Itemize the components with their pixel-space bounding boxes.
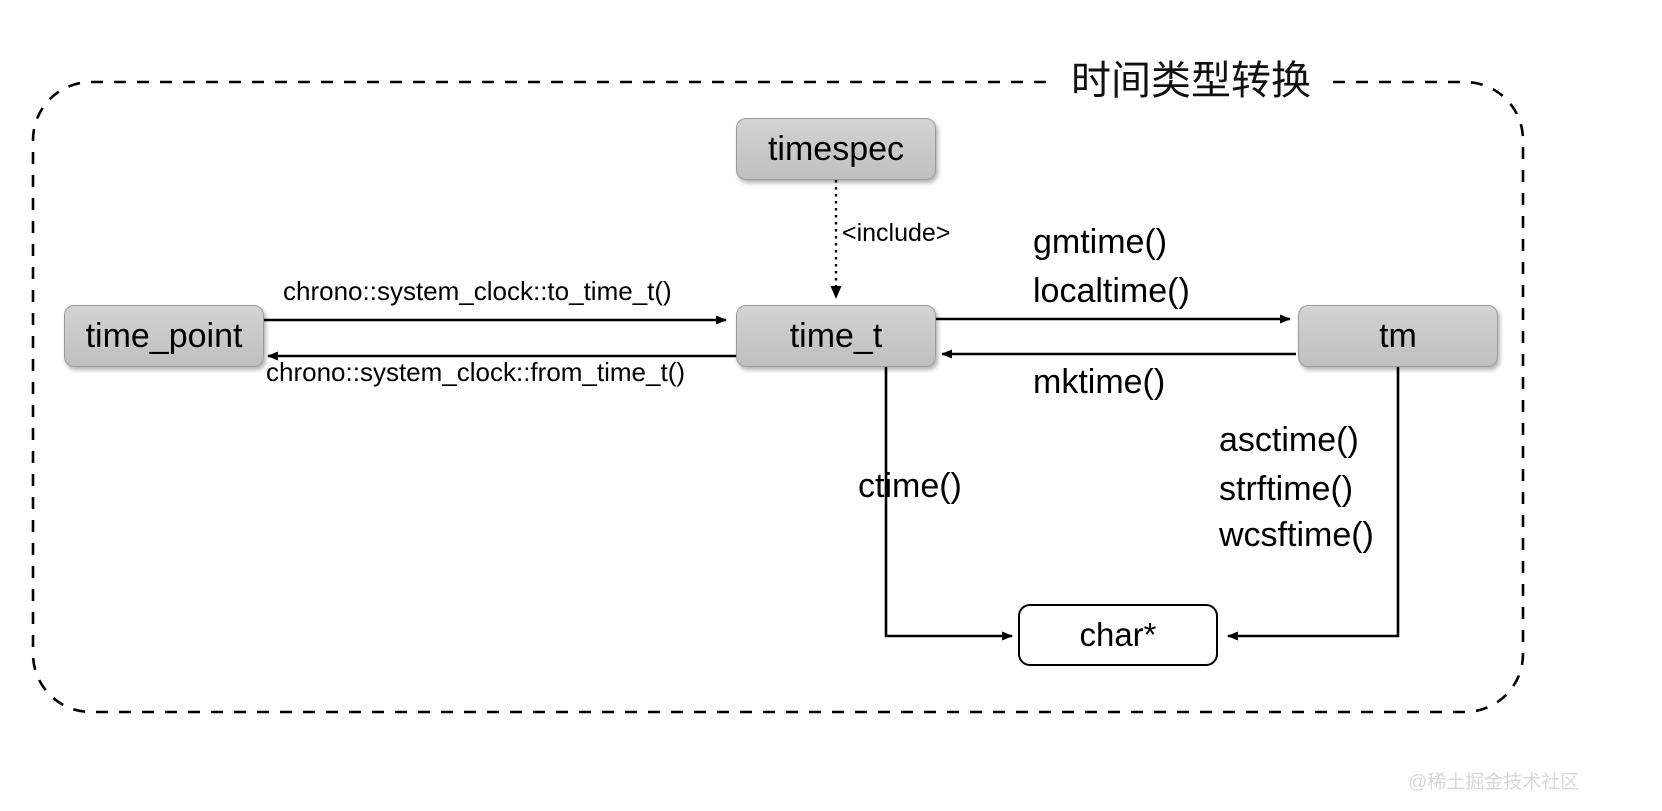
edge-label-asctime: asctime() <box>1219 421 1359 459</box>
node-timespec[interactable]: timespec <box>736 118 936 180</box>
edge-label-localtime: localtime() <box>1033 272 1190 310</box>
edge-label-from-time-t: chrono::system_clock::from_time_t() <box>266 357 686 387</box>
node-tm-label: tm <box>1379 316 1417 355</box>
edge-label-strftime: strftime() <box>1219 470 1354 508</box>
edge-tm-to-char-ptr <box>1227 366 1400 641</box>
node-time-t[interactable]: time_t <box>736 305 936 367</box>
node-time-t-label: time_t <box>789 316 883 355</box>
node-timespec-label: timespec <box>767 129 905 168</box>
watermark: @稀土掘金技术社区 <box>1408 772 1580 793</box>
node-tm[interactable]: tm <box>1298 305 1498 367</box>
edge-label-to-time-t: chrono::system_clock::to_time_t() <box>283 276 672 306</box>
edge-label-ctime: ctime() <box>858 467 962 505</box>
edge-label-mktime: mktime() <box>1033 363 1166 401</box>
edge-label-wcsftime: wcsftime() <box>1219 516 1374 554</box>
node-char-ptr-label: char* <box>1079 616 1157 653</box>
node-char-ptr[interactable]: char* <box>1018 604 1218 666</box>
edge-time-t-to-char-ptr <box>884 366 1013 641</box>
node-time-point[interactable]: time_point <box>64 305 264 367</box>
edge-label-gmtime: gmtime() <box>1033 223 1168 261</box>
group-title: 时间类型转换 <box>1057 48 1325 106</box>
edge-label-include: <include> <box>842 219 951 247</box>
node-time-point-label: time_point <box>85 316 243 355</box>
